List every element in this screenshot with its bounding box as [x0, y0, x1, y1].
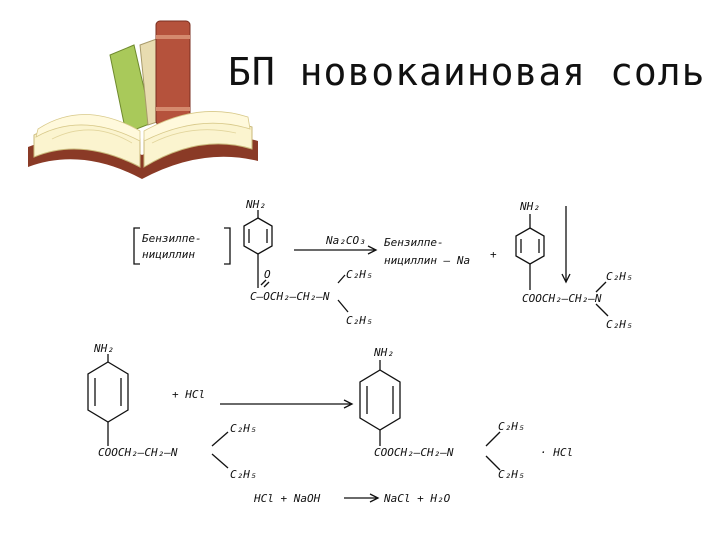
benzene-ring-3 [87, 361, 129, 423]
amino-group-1: NH₂ [245, 198, 266, 211]
right-bracket [224, 227, 231, 265]
ethyl-bottom-2: C₂H₅ [606, 318, 633, 331]
hcl-salt-label: · HCl [540, 446, 573, 459]
ethyl-top-4: C₂H₅ [498, 420, 525, 433]
ester-chain-2: COOCH₂—CH₂—N [522, 292, 602, 305]
neutralization-left: HCl + NaOH [253, 492, 321, 505]
benzene-ring-2 [515, 227, 545, 265]
ethyl-bottom-4: C₂H₅ [498, 468, 525, 481]
amino-group-3: NH₂ [93, 342, 114, 355]
ethyl-bottom-1: C₂H₅ [346, 314, 373, 327]
ester-chain-3: COOCH₂—CH₂—N [98, 446, 178, 459]
ethyl-bottom-3: C₂H₅ [230, 468, 257, 481]
reagent-na2co3: Na₂CO₃ [325, 234, 366, 247]
left-bracket [133, 227, 140, 265]
amino-group-2: NH₂ [519, 200, 540, 213]
ester-chain-1: C—OCH₂—CH₂—N [250, 290, 330, 303]
benzene-ring-4 [359, 369, 401, 431]
benzene-ring-1 [243, 217, 273, 255]
neutralization-right: NaCl + H₂O [383, 492, 451, 505]
carbonyl-oxygen: O [264, 268, 271, 281]
open-book-icon [28, 20, 258, 179]
product-label-line1: Бензилпе- [384, 236, 444, 249]
ester-chain-4: COOCH₂—CH₂—N [374, 446, 454, 459]
ethyl-top-3: C₂H₅ [230, 422, 257, 435]
amino-group-4: NH₂ [373, 346, 394, 359]
plus-sign: + [490, 248, 497, 261]
slide-title: БП новокаиновая соль [228, 50, 706, 94]
product-label-line2: нициллин – Na [384, 254, 470, 267]
reagent-hcl: + HCl [172, 388, 205, 401]
salt-label-line2: нициллин [142, 248, 195, 261]
ethyl-top-1: C₂H₅ [346, 268, 373, 281]
ethyl-top-2: C₂H₅ [606, 270, 633, 283]
salt-label-line1: Бензилпе- [142, 232, 202, 245]
